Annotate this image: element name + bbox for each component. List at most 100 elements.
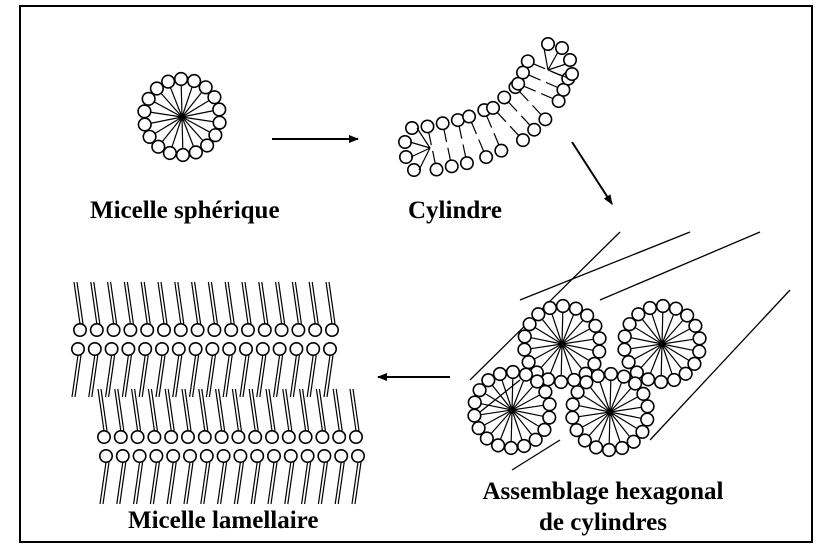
lipid-tail	[77, 282, 83, 324]
lipid-head	[318, 450, 330, 462]
lipid-tail	[148, 389, 154, 431]
lipid-head	[468, 409, 481, 422]
lipid-head	[637, 388, 650, 401]
lipid-tail	[546, 82, 558, 87]
lipid-tail	[610, 412, 620, 442]
lipid-tail	[290, 355, 296, 397]
lipid-tail	[355, 462, 361, 504]
lipid-tail	[293, 355, 299, 397]
lipid-head	[529, 433, 542, 446]
lipid-tail	[134, 462, 140, 504]
lipid-tail	[324, 355, 330, 397]
lipid-head	[105, 343, 117, 355]
lipid-tail	[312, 282, 318, 324]
lipid-head	[173, 343, 185, 355]
lipid-head	[566, 411, 579, 424]
lipid-tail	[209, 355, 215, 397]
lipid-head	[616, 442, 629, 455]
lipid-head	[165, 431, 177, 443]
lipid-head	[590, 441, 603, 454]
lipid-head	[487, 102, 499, 114]
lipid-head	[273, 343, 285, 355]
lipid-tail	[228, 282, 234, 324]
cylinder-outline	[600, 232, 760, 300]
lipid-tail	[161, 282, 167, 324]
lipid-tail	[419, 148, 430, 170]
lipid-head	[641, 400, 654, 413]
lipid-head	[528, 124, 540, 136]
lipid-tail	[226, 355, 232, 397]
lipid-tail	[251, 462, 257, 504]
lipid-tail	[74, 282, 80, 324]
arrow-cylinder-to-hexagonal	[572, 142, 612, 204]
lipid-head	[333, 431, 345, 443]
lipid-tail	[206, 355, 212, 397]
lipid-head	[89, 343, 101, 355]
lipid-tail	[254, 462, 260, 504]
lipid-head	[131, 431, 143, 443]
lipid-tail	[497, 112, 506, 121]
lipid-tail	[444, 129, 447, 142]
lipid-tail	[544, 48, 548, 70]
lipid-head	[518, 330, 531, 343]
lipid-tail	[178, 282, 184, 324]
lipid-tail	[182, 117, 194, 147]
lipid-head	[182, 431, 194, 443]
lipid-head	[693, 332, 706, 345]
lipid-tail	[335, 462, 341, 504]
lipid-tail	[98, 389, 104, 431]
lipid-tail	[91, 282, 97, 324]
lipid-tail	[529, 75, 541, 80]
lipid-tail	[187, 462, 193, 504]
lipid-head	[225, 324, 237, 336]
lipid-tail	[221, 462, 227, 504]
lipid-tail	[89, 355, 95, 397]
lipid-head	[232, 431, 244, 443]
lipid-tail	[283, 389, 289, 431]
lipid-tail	[662, 320, 683, 344]
lipid-head	[122, 343, 134, 355]
lipid-head	[124, 324, 136, 336]
lipid-tail	[295, 282, 301, 324]
lipid-head	[175, 324, 187, 336]
lipid-head	[605, 368, 618, 381]
lipid-tail	[192, 282, 198, 324]
lipid-tail	[125, 355, 131, 397]
lipid-tail	[305, 462, 311, 504]
lipid-tail	[510, 126, 519, 135]
lipid-tail	[310, 355, 316, 397]
cylinder-outline	[520, 232, 690, 300]
lipid-tail	[336, 389, 342, 431]
lipid-tail	[512, 378, 513, 410]
cylinder-micelle	[399, 38, 578, 176]
lipid-head	[618, 343, 631, 356]
lipid-head	[257, 343, 269, 355]
hexagonal-assembly	[468, 232, 790, 470]
lipid-tail	[234, 462, 240, 504]
lipid-tail	[338, 462, 344, 504]
lipid-head	[150, 450, 162, 462]
lipid-tail	[285, 462, 291, 504]
lipid-tail	[139, 355, 145, 397]
lipid-head	[492, 439, 505, 452]
lipid-head	[520, 368, 533, 381]
lipid-head	[117, 450, 129, 462]
lipid-head	[141, 324, 153, 336]
lipid-head	[593, 332, 606, 345]
lipid-head	[350, 431, 362, 443]
lipid-tail	[165, 389, 171, 431]
lipid-tail	[307, 355, 313, 397]
lipid-tail	[94, 282, 100, 324]
lipid-head	[518, 440, 531, 453]
lipid-head	[98, 431, 110, 443]
lipid-tail	[532, 105, 541, 114]
lipid-tail	[562, 320, 583, 344]
lipid-tail	[201, 462, 207, 504]
lipid-tail	[158, 282, 164, 324]
lipid-tail	[156, 355, 162, 397]
lipid-tail	[144, 282, 150, 324]
lipid-head	[468, 396, 481, 409]
lipid-head	[201, 450, 213, 462]
lipid-tail	[448, 148, 451, 161]
lipid-head	[693, 345, 706, 358]
